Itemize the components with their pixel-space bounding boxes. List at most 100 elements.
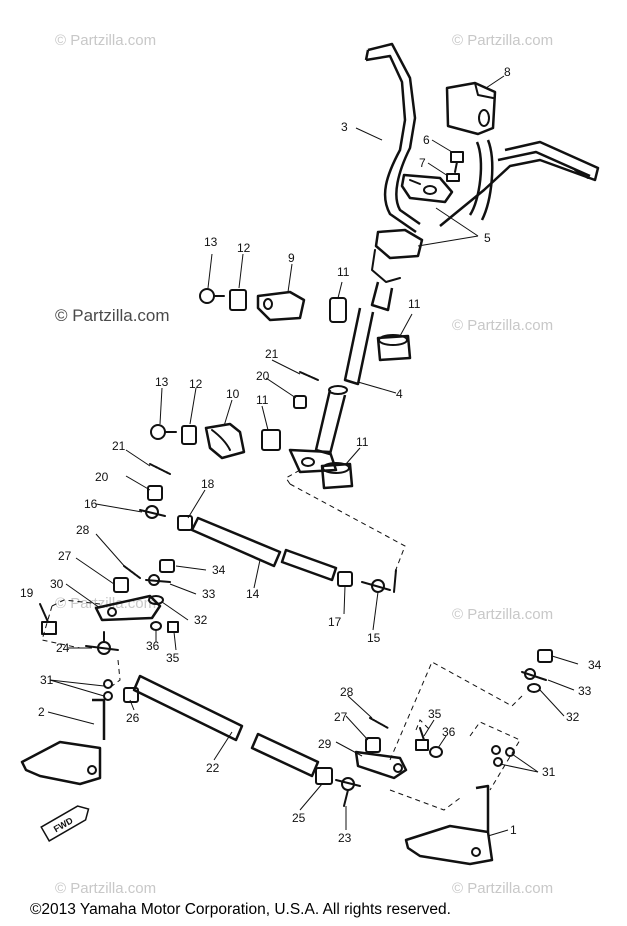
callout-13-lower: 13	[155, 375, 169, 389]
clamp-lower	[181, 425, 197, 445]
bolt-16	[139, 505, 166, 519]
callout-26: 26	[126, 711, 140, 725]
callout-27-right: 27	[334, 710, 348, 724]
watermark-top-left: © Partzilla.com	[55, 32, 157, 49]
callout-24: 24	[56, 641, 70, 655]
callout-22: 22	[206, 761, 220, 775]
callout-labels: 3 8 6 7 5 13 12 9 11 11 4 21 20 13 12 10…	[20, 65, 602, 845]
nut-34-left	[159, 559, 175, 573]
watermark-bottom-right: © Partzilla.com	[452, 880, 554, 897]
bolt-33-right	[521, 668, 547, 681]
bolt-lower	[150, 424, 177, 440]
copyright-notice: ©2013 Yamaha Motor Corporation, U.S.A. A…	[30, 901, 451, 918]
tie-rod-lower	[132, 674, 320, 778]
cotter-31-right	[491, 745, 515, 767]
callout-34-left: 34	[212, 563, 226, 577]
washer-36-right	[429, 746, 443, 758]
callout-10: 10	[226, 387, 240, 401]
callout-36-right: 36	[442, 725, 456, 739]
steering-column	[288, 281, 394, 474]
column-bracket-upper	[256, 290, 306, 322]
nut-left	[147, 485, 163, 501]
tie-rod-upper	[190, 516, 338, 582]
washer-32-right	[527, 683, 541, 693]
assembly-lines	[41, 469, 523, 811]
callout-29: 29	[318, 737, 332, 751]
callout-12-lower: 12	[189, 377, 203, 391]
column-bushing-top	[329, 297, 347, 323]
nut-upper	[293, 395, 307, 409]
callout-33-right: 33	[578, 684, 592, 698]
knuckle-right	[404, 784, 494, 866]
callout-11-mid: 11	[256, 393, 269, 407]
callout-33-left: 33	[202, 587, 216, 601]
handlebar-cover	[445, 81, 497, 136]
cotter-pin-left	[149, 463, 171, 475]
callout-12-upper: 12	[237, 241, 251, 255]
callout-3: 3	[341, 120, 348, 134]
callout-8: 8	[504, 65, 511, 79]
callout-32-right: 32	[566, 710, 580, 724]
cotter-31-left	[103, 679, 113, 701]
callout-34-right: 34	[588, 658, 602, 672]
callout-14: 14	[246, 587, 260, 601]
arm-30	[94, 594, 162, 622]
nut-25	[315, 767, 333, 785]
callout-2: 2	[38, 705, 45, 719]
cotter-pin-28-right	[369, 717, 389, 729]
callout-20-lower: 20	[95, 470, 109, 484]
watermark-low-right: © Partzilla.com	[452, 606, 554, 623]
callout-19: 19	[20, 586, 34, 600]
callout-28-left: 28	[76, 523, 90, 537]
bolt-33-left	[145, 574, 171, 586]
column-bushing-right	[376, 334, 412, 362]
callout-15: 15	[367, 631, 381, 645]
washer-32-left	[148, 595, 164, 605]
nut-27-left	[113, 577, 129, 593]
callout-16: 16	[84, 497, 98, 511]
cotter-pin-upper	[299, 371, 319, 381]
callout-11-lower: 11	[356, 435, 369, 449]
callout-13-upper: 13	[204, 235, 218, 249]
column-bushing-lower	[320, 462, 354, 490]
callout-18: 18	[201, 477, 215, 491]
handlebar-holder-lower	[371, 228, 424, 283]
bolt-35-left	[167, 621, 179, 633]
watermark-mid-left: © Partzilla.com	[55, 306, 170, 325]
column-bracket-lower	[204, 422, 246, 460]
callout-20-upper: 20	[256, 369, 270, 383]
handlebar	[364, 42, 600, 234]
washer-36-left	[150, 621, 162, 631]
callout-36-left: 36	[146, 639, 160, 653]
callout-21-upper: 21	[265, 347, 279, 361]
callout-32-left: 32	[194, 613, 208, 627]
callout-28-right: 28	[340, 685, 354, 699]
nut-27-right	[365, 737, 381, 753]
bolt-19	[39, 603, 57, 635]
callout-4: 4	[396, 387, 403, 401]
cotter-pin-28-left	[123, 565, 141, 579]
callout-7: 7	[419, 156, 426, 170]
nut-18	[177, 515, 193, 531]
nut-17	[337, 571, 353, 587]
watermark-mid-right: © Partzilla.com	[452, 317, 554, 334]
fwd-label: FWD	[52, 815, 75, 834]
callout-35-left: 35	[166, 651, 180, 665]
callout-30: 30	[50, 577, 64, 591]
callout-5: 5	[484, 231, 491, 245]
callout-6: 6	[423, 133, 430, 147]
callout-21-lower: 21	[112, 439, 126, 453]
tie-rod-end-23	[335, 777, 361, 807]
callout-31-left: 31	[40, 673, 54, 687]
callout-1: 1	[510, 823, 517, 837]
watermark-bottom-left: © Partzilla.com	[55, 880, 157, 897]
clamp-upper	[229, 289, 247, 311]
callout-17: 17	[328, 615, 342, 629]
cover-bolt	[446, 151, 464, 182]
clamp-right	[261, 429, 281, 451]
callout-35-right: 35	[428, 707, 442, 721]
tie-rod-end-15	[361, 569, 397, 593]
callout-11-right: 11	[408, 297, 421, 311]
watermark-top-right: © Partzilla.com	[452, 32, 554, 49]
